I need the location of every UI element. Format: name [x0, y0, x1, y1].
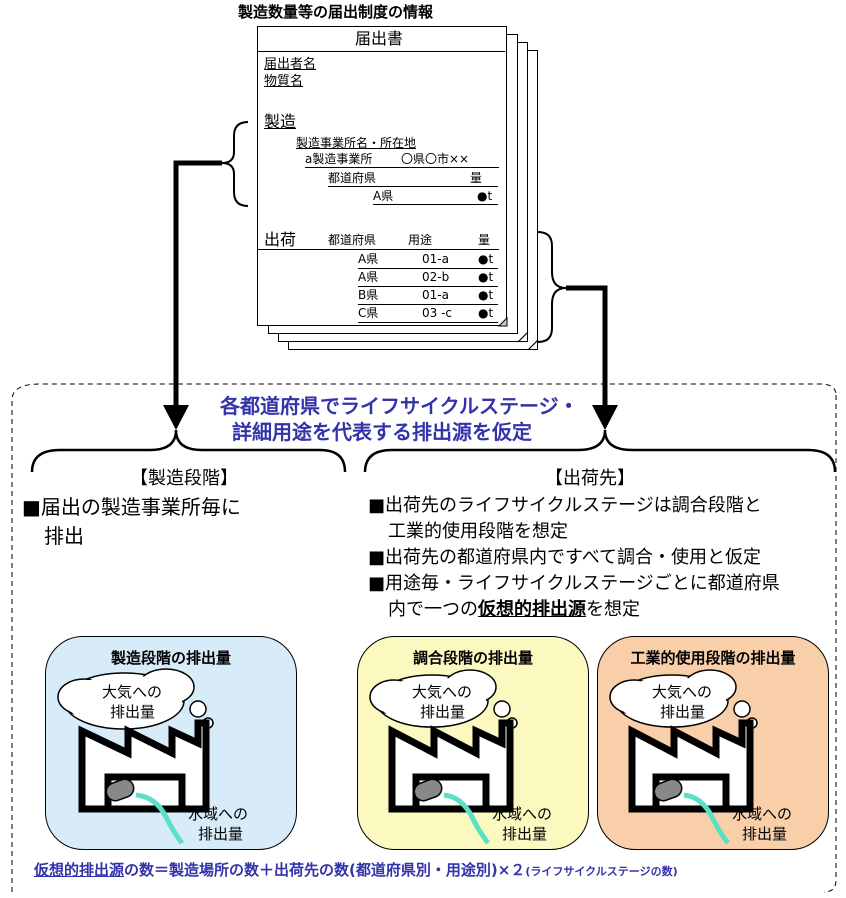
air-emission-line2: 排出量	[420, 703, 466, 721]
manufacture-row-pref: A県	[373, 189, 394, 203]
shipment-brace	[537, 231, 567, 343]
form-heading: 届出書	[355, 29, 404, 48]
industrial-use-emission-box: 工業的使用段階の排出量 大気への 排出量 水域への 排出量	[597, 636, 829, 850]
water-emission-line2: 排出量	[742, 825, 788, 843]
shipment-bullet1-line1: ■出荷先のライフサイクルステージは調合段階と	[368, 495, 762, 516]
shipment-bullet3-line1: ■用途毎・ライフサイクルステージごとに都道府県	[368, 573, 780, 594]
air-emission-line1: 大気への	[102, 683, 163, 701]
formula-note: (ライフサイクルステージの数)	[525, 865, 678, 878]
stage-title: 調合段階の排出量	[412, 649, 533, 667]
qty-header: 量	[470, 171, 483, 185]
factory-icon	[369, 669, 518, 845]
pref-header: 都道府県	[328, 171, 377, 185]
virtual-source-formula: 仮想的排出源の数＝製造場所の数＋出荷先の数(都道府県別・用途別)×２(ライフサイ…	[34, 863, 678, 878]
manufacture-section-label: 製造	[264, 112, 297, 131]
formula-text: の数＝製造場所の数＋出荷先の数(都道府県別・用途別)×２	[124, 861, 526, 879]
water-emission-line2: 排出量	[502, 825, 548, 843]
diagram-title: 製造数量等の届出制度の情報	[238, 3, 434, 21]
assumption-line2: 詳細用途を代表する排出源を仮定	[232, 420, 532, 444]
water-emission-line2: 排出量	[198, 825, 244, 843]
formulation-emission-box: 調合段階の排出量 大気への 排出量 水域への 排出量	[357, 636, 589, 850]
table-row: A県 01-a ●t	[358, 251, 498, 269]
stage-title: 製造段階の排出量	[110, 649, 231, 667]
manufacture-emission-box: 製造段階の排出量 大気への 排出量 水域への 排出量	[45, 636, 297, 850]
table-row: C県 03 -c ●t	[358, 305, 498, 323]
shipment-col-pref: 都道府県	[328, 233, 377, 247]
shipment-col-qty: 量	[478, 233, 491, 247]
office-name: a製造事業所	[305, 152, 373, 166]
manufacture-bullet-line2: 排出	[44, 524, 84, 548]
applicant-label: 届出者名	[264, 57, 317, 72]
shipment-col-use: 用途	[408, 233, 433, 247]
table-row: A県 02-b ●t	[358, 269, 498, 287]
virtual-source-term: 仮想的排出源	[478, 599, 586, 620]
right-bracket	[363, 429, 837, 473]
substance-label: 物質名	[264, 74, 304, 89]
water-emission-line1: 水域への	[732, 805, 793, 823]
office-header: 製造事業所名・所在地	[296, 136, 417, 150]
shipment-bullet2: ■出荷先の都道府県内ですべて調合・使用と仮定	[368, 547, 762, 568]
shipment-section-label: 出荷	[264, 230, 297, 249]
formula-term: 仮想的排出源	[34, 861, 125, 879]
notification-form: 届出書 届出者名 物質名 製造 製造事業所名・所在地 a製造事業所 〇県〇市××…	[257, 26, 507, 326]
air-emission-line2: 排出量	[660, 703, 706, 721]
factory-icon	[57, 668, 214, 845]
manufacture-bullet-line1: ■届出の製造事業所毎に	[22, 495, 241, 519]
shipment-stage-heading: 【出荷先】	[545, 468, 635, 489]
shipment-bullet1-line2: 工業的使用段階を想定	[388, 521, 568, 542]
shipment-bullet3-line2: 内で一つの仮想的排出源を想定	[388, 599, 640, 620]
air-emission-line1: 大気への	[652, 683, 713, 701]
water-emission-line1: 水域への	[492, 805, 553, 823]
left-bracket	[30, 429, 347, 473]
water-emission-line1: 水域への	[188, 805, 249, 823]
office-address: 〇県〇市××	[401, 152, 470, 166]
stage-title: 工業的使用段階の排出量	[630, 649, 796, 667]
manufacture-stage-heading: 【製造段階】	[130, 468, 238, 489]
assumption-line1: 各都道府県でライフサイクルステージ・	[220, 394, 579, 418]
table-row: B県 01-a ●t	[358, 287, 498, 305]
factory-icon	[609, 669, 758, 845]
manufacture-row-qty: ●t	[477, 189, 493, 203]
air-emission-line1: 大気への	[412, 683, 473, 701]
manufacture-brace	[221, 121, 249, 207]
air-emission-line2: 排出量	[110, 703, 156, 721]
